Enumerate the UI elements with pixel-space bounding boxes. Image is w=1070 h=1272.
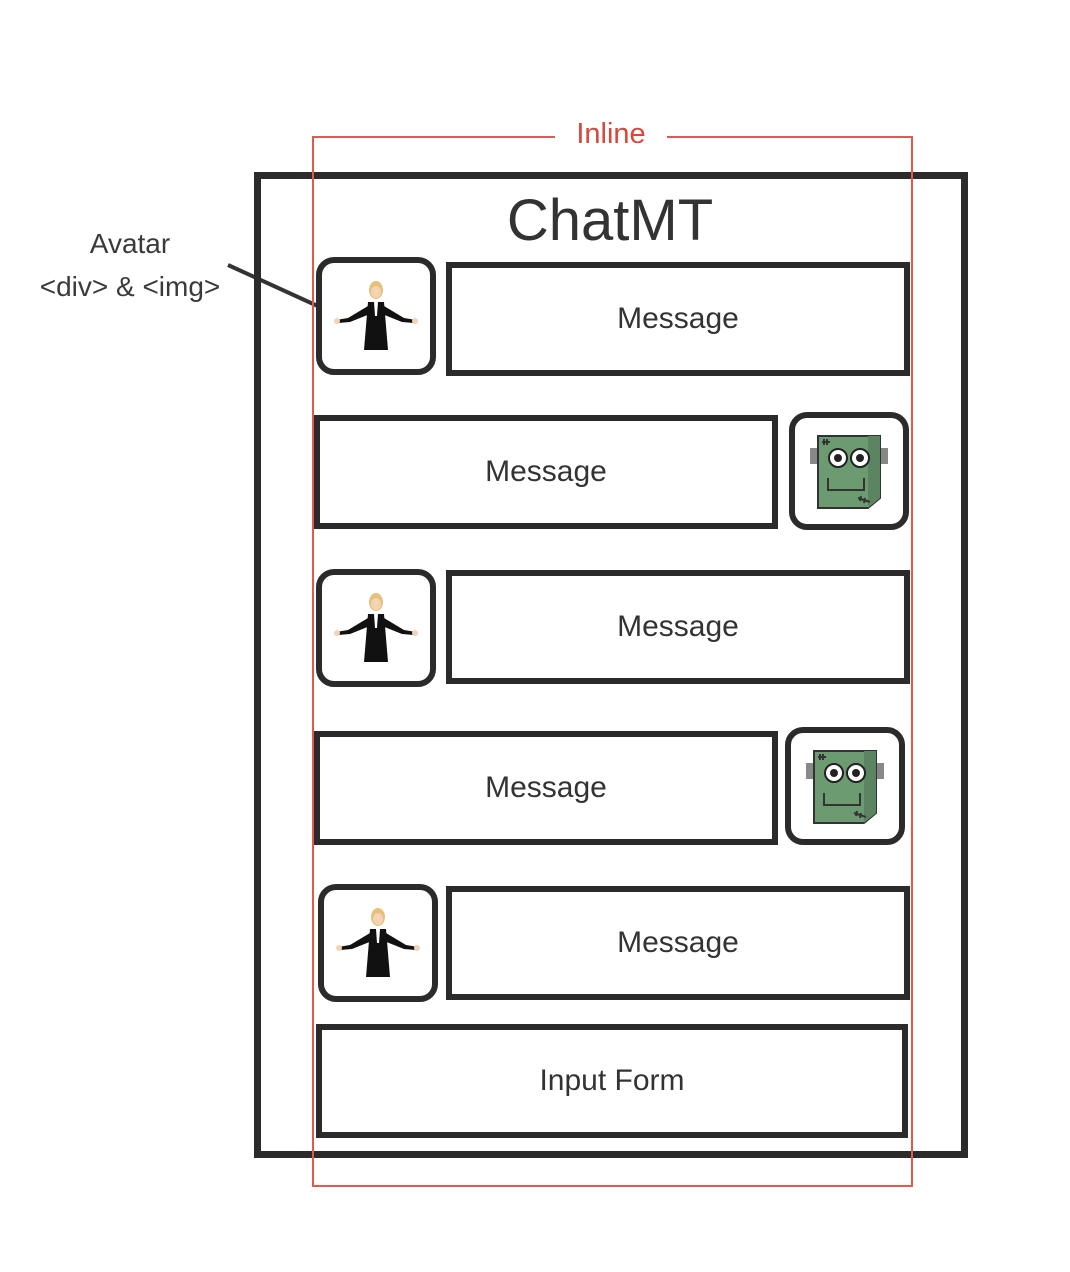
message-bubble: Message [314, 731, 778, 845]
inline-label: Inline [555, 112, 667, 156]
frankenstein-robot-avatar-icon [810, 435, 888, 509]
frankenstein-robot-avatar-icon [806, 750, 884, 824]
message-bubble: Message [314, 415, 778, 529]
app-frame [254, 172, 968, 1158]
businesswoman-avatar-icon [336, 908, 420, 977]
businesswoman-avatar-icon [334, 281, 418, 350]
message-bubble: Message [446, 886, 910, 1000]
avatar-annotation: Avatar <div> & <img> [18, 222, 242, 308]
input-form[interactable]: Input Form [316, 1024, 908, 1138]
message-bubble: Message [446, 570, 910, 684]
annotation-line-2: <div> & <img> [39, 271, 221, 302]
businesswoman-avatar-icon [334, 593, 418, 662]
message-bubble: Message [446, 262, 910, 376]
app-title: ChatMT [506, 188, 714, 253]
annotation-line-1: Avatar [89, 228, 171, 259]
user-avatar [316, 257, 436, 375]
bot-avatar [785, 727, 905, 845]
bot-avatar [789, 412, 909, 530]
user-avatar [316, 569, 436, 687]
user-avatar [318, 884, 438, 1002]
